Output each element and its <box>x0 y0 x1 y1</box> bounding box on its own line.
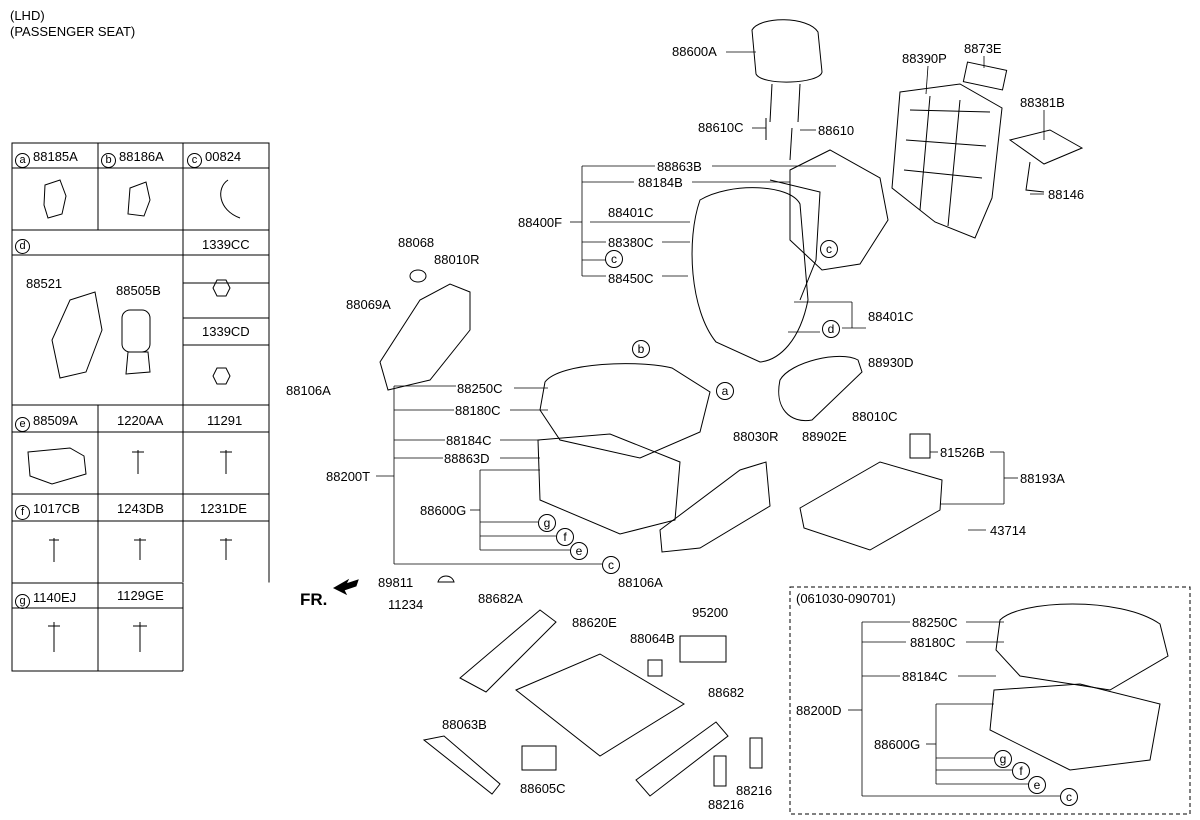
cushion-art <box>537 363 771 553</box>
label-88682A: 88682A <box>478 591 523 606</box>
label-88069A: 88069A <box>346 297 391 312</box>
inset-label-88600G: 88600G <box>874 737 921 752</box>
console-art <box>799 433 943 551</box>
seatback-cover-art <box>590 179 821 363</box>
callout-e: e <box>1028 776 1046 794</box>
header-passenger-seat: (PASSENGER SEAT) <box>10 24 136 39</box>
legend-f-right: 1231DE <box>200 501 247 516</box>
legend-d-side1: 1339CC <box>202 237 250 252</box>
label-89811: 89811 <box>378 575 414 590</box>
callout-c: c <box>820 240 838 258</box>
callout-f: f <box>556 528 574 546</box>
label-88902E: 88902E <box>802 429 847 444</box>
callout-g: g <box>994 750 1012 768</box>
label-88184C: 88184C <box>446 433 492 448</box>
front-direction-label: FR. <box>300 590 328 609</box>
callout-b: b <box>632 340 650 358</box>
label-88450C: 88450C <box>608 271 654 286</box>
label-88400F: 88400F <box>518 215 563 230</box>
label-88064B: 88064B <box>630 631 675 646</box>
legend-d: d <box>15 235 33 254</box>
label-88600A: 88600A <box>672 44 717 59</box>
label-43714: 43714 <box>990 523 1027 538</box>
callout-f: f <box>1012 762 1030 780</box>
label-88863D: 88863D <box>444 451 490 466</box>
label-88401C-upper: 88401C <box>608 205 654 220</box>
legend-e-mid: 1220AA <box>117 413 164 428</box>
label-88180C: 88180C <box>455 403 501 418</box>
legend-g-mid: 1129GE <box>117 588 164 603</box>
label-88146: 88146 <box>1048 187 1085 202</box>
recliner-cover-art <box>379 283 471 391</box>
label-88216-left: 88216 <box>708 797 745 812</box>
callout-e: e <box>570 542 588 560</box>
armrest-art <box>778 356 863 422</box>
label-88068: 88068 <box>398 235 435 250</box>
label-88863B: 88863B <box>657 159 702 174</box>
inset-art <box>848 603 1169 797</box>
label-11234: 11234 <box>388 597 424 612</box>
label-88030R: 88030R <box>733 429 779 444</box>
label-95200: 95200 <box>692 605 729 620</box>
leader-lines <box>376 51 1045 565</box>
label-8873E: 8873E <box>964 41 1002 56</box>
legend-d-side2: 1339CD <box>202 324 250 339</box>
label-88106A-left: 88106A <box>286 383 331 398</box>
label-88390P: 88390P <box>902 51 947 66</box>
callout-d: d <box>822 320 840 338</box>
label-88010R: 88010R <box>434 252 480 267</box>
seatback-pad-art <box>789 149 889 271</box>
label-88184B: 88184B <box>638 175 683 190</box>
seatback-frame-art <box>891 61 1084 239</box>
callout-a: a <box>716 382 734 400</box>
inset-range: (061030-090701) <box>796 591 896 606</box>
legend-table-grid <box>11 142 270 672</box>
label-88200T: 88200T <box>326 469 371 484</box>
inset-label-88250C: 88250C <box>912 615 958 630</box>
callout-c: c <box>1060 788 1078 806</box>
legend-e-right: 11291 <box>207 413 243 428</box>
legend-d-part1: 88521 <box>26 276 63 291</box>
callout-c: c <box>602 556 620 574</box>
inset-label-88180C: 88180C <box>910 635 956 650</box>
inset-label-88200D: 88200D <box>796 703 842 718</box>
label-88930D: 88930D <box>868 355 914 370</box>
label-88610: 88610 <box>818 123 855 138</box>
label-88605C: 88605C <box>520 781 566 796</box>
label-88010C: 88010C <box>852 409 898 424</box>
label-88401C-side: 88401C <box>868 309 914 324</box>
label-88682: 88682 <box>708 685 745 700</box>
legend-d-part2: 88505B <box>116 283 161 298</box>
callout-g: g <box>538 514 556 532</box>
label-88381B: 88381B <box>1020 95 1065 110</box>
label-88610C: 88610C <box>698 120 744 135</box>
label-88193A: 88193A <box>1020 471 1065 486</box>
lower-parts-art <box>422 575 763 797</box>
label-88063B: 88063B <box>442 717 487 732</box>
label-88250C: 88250C <box>457 381 503 396</box>
header-lhd: (LHD) <box>10 8 45 23</box>
legend-icons <box>27 179 241 652</box>
legend-f-mid: 1243DB <box>117 501 164 516</box>
label-88620E: 88620E <box>572 615 617 630</box>
label-88216-right: 88216 <box>736 783 773 798</box>
label-88380C: 88380C <box>608 235 654 250</box>
callout-c: c <box>605 250 623 268</box>
label-88600G: 88600G <box>420 503 467 518</box>
fr-arrow-icon <box>332 578 359 596</box>
inset-frame <box>789 586 1191 815</box>
label-88106A-lower: 88106A <box>618 575 663 590</box>
headrest-art <box>751 19 823 161</box>
inset-label-88184C: 88184C <box>902 669 948 684</box>
label-81526B: 81526B <box>940 445 985 460</box>
